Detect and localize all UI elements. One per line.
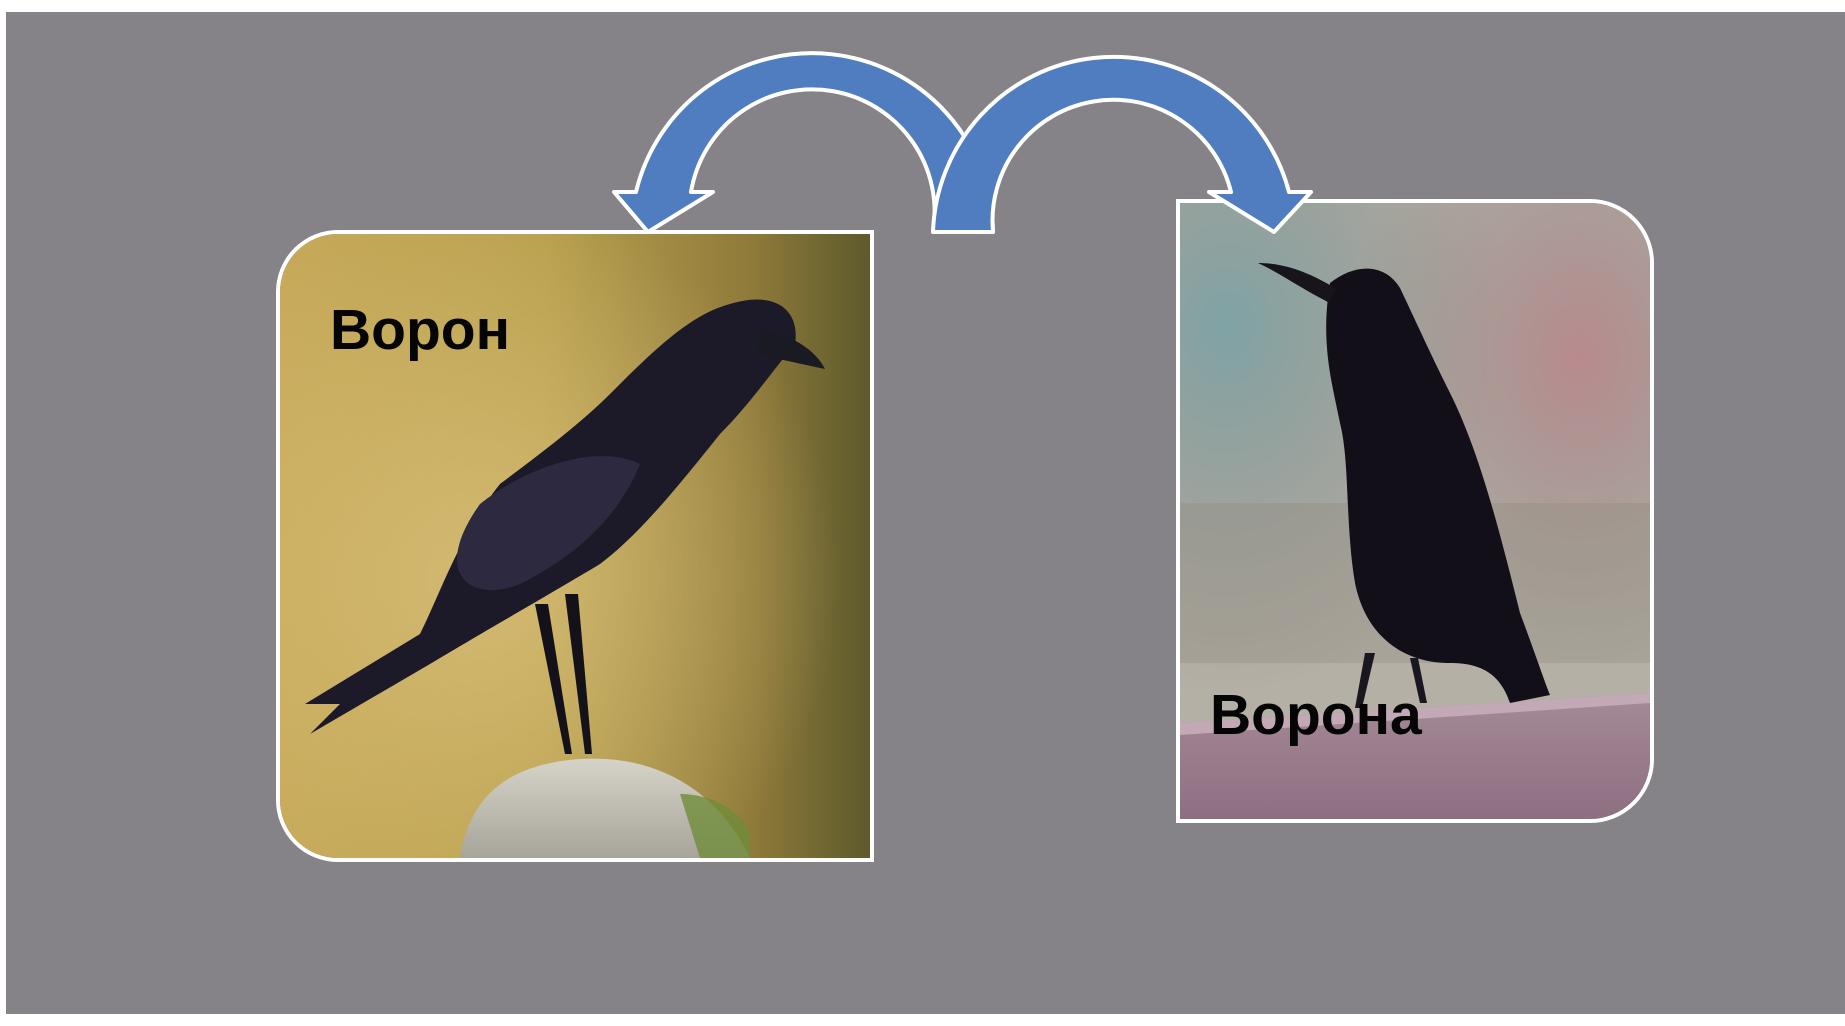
raven-photo [280,234,870,858]
crow-label: Ворона [1210,683,1422,747]
crow-card: Ворона [1176,199,1654,823]
curved-arrow-left-icon [612,51,995,234]
crow-photo [1180,203,1650,819]
raven-label: Ворон [330,298,511,362]
slide: Ворон [6,12,1845,1014]
raven-card: Ворон [276,230,874,862]
